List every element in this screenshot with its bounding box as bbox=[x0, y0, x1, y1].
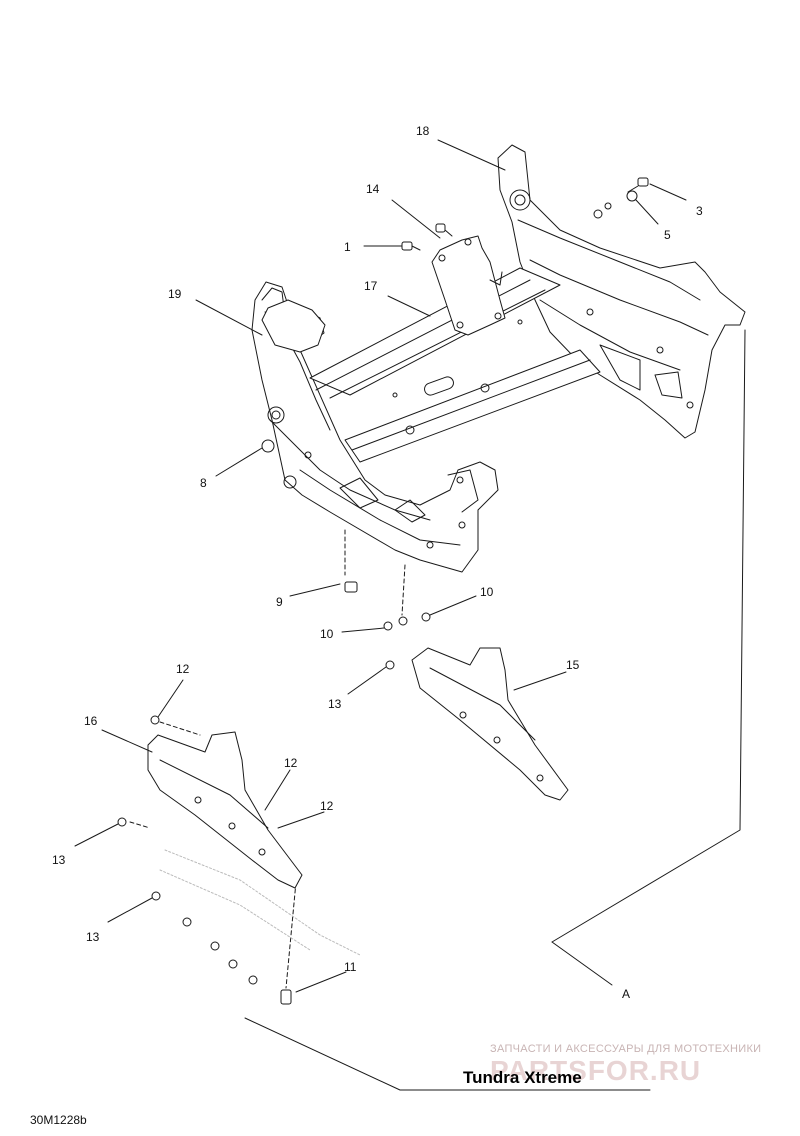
fasteners bbox=[117, 177, 649, 1005]
nuts-12 bbox=[150, 715, 201, 736]
screw-3 bbox=[627, 177, 649, 193]
seat-rail-15 bbox=[411, 647, 569, 801]
callout-18: 18 bbox=[416, 124, 430, 138]
callout-5: 5 bbox=[664, 228, 671, 242]
callout-11: 11 bbox=[344, 960, 357, 974]
callout-8: 8 bbox=[200, 476, 207, 490]
seat-frame-assembly bbox=[251, 144, 746, 573]
washer-5 bbox=[593, 190, 638, 219]
callout-3: 3 bbox=[696, 204, 703, 218]
rail-shadow bbox=[159, 849, 361, 956]
callout-12-top: 12 bbox=[176, 662, 190, 676]
callout-17: 17 bbox=[364, 279, 378, 293]
nuts-13 bbox=[117, 660, 395, 985]
watermark-logo: PARTSFOR.RU bbox=[490, 1055, 702, 1086]
drawing-code: 30M1228b bbox=[30, 1113, 87, 1127]
nut-8 bbox=[261, 439, 297, 489]
callout-13-left: 13 bbox=[52, 853, 66, 867]
callout-a: A bbox=[622, 987, 631, 1001]
callout-1: 1 bbox=[344, 240, 351, 254]
callout-13-bottom: 13 bbox=[86, 930, 100, 944]
callout-14: 14 bbox=[366, 182, 380, 196]
bolt-11 bbox=[280, 881, 297, 1005]
screw-14 bbox=[435, 223, 453, 237]
callout-12-mid: 12 bbox=[284, 756, 298, 770]
callout-10-right: 10 bbox=[480, 585, 494, 599]
bolt-9 bbox=[344, 529, 358, 593]
outline-box-a bbox=[244, 329, 746, 1091]
callout-13-upper: 13 bbox=[328, 697, 342, 711]
callout-12-low: 12 bbox=[320, 799, 334, 813]
callout-10-left: 10 bbox=[320, 627, 334, 641]
nuts-10 bbox=[383, 564, 431, 631]
callout-19: 19 bbox=[168, 287, 182, 301]
screw-1 bbox=[401, 241, 421, 251]
callout-9: 9 bbox=[276, 595, 283, 609]
callout-15: 15 bbox=[566, 658, 580, 672]
leader-lines bbox=[74, 139, 687, 993]
callout-16: 16 bbox=[84, 714, 98, 728]
seat-rail-16 bbox=[147, 731, 303, 889]
watermark-tagline: ЗАПЧАСТИ И АКСЕССУАРЫ ДЛЯ МОТОТЕХНИКИ bbox=[490, 1043, 762, 1055]
model-title: Tundra Xtreme bbox=[463, 1068, 582, 1087]
